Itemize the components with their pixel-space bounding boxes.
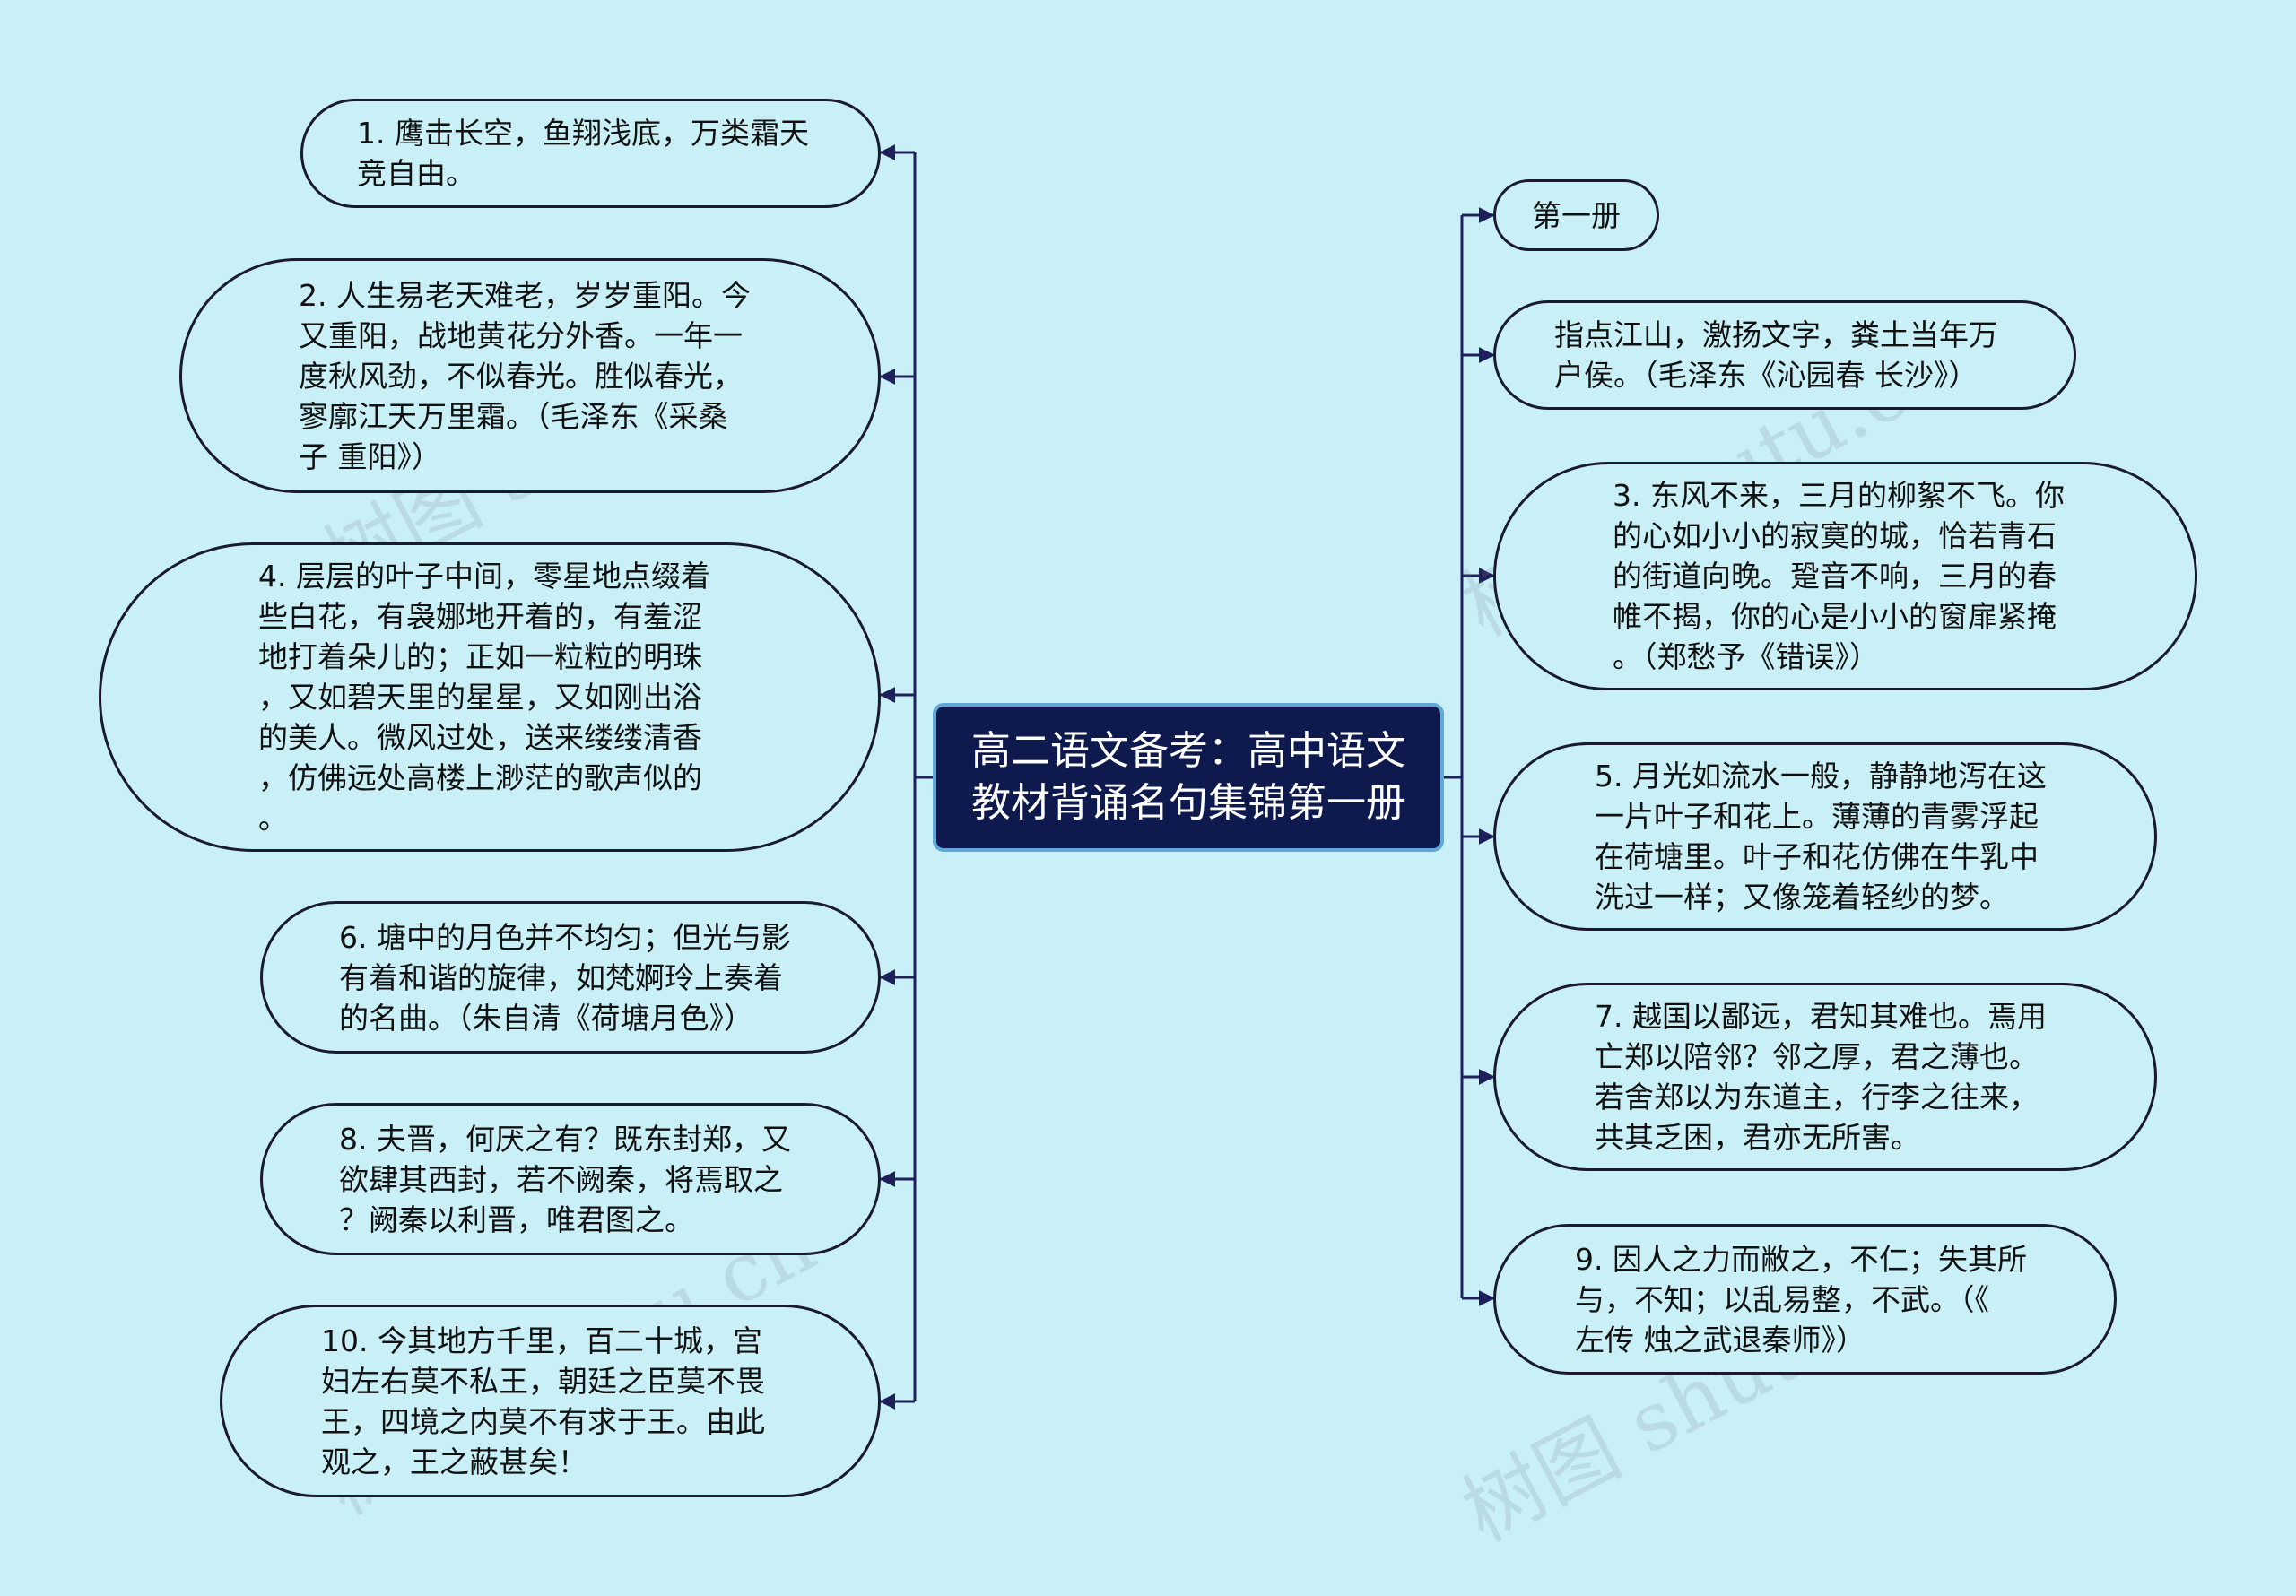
left-node-5[interactable]: 8. 夫晋，何厌之有？既东封郑，又 欲肆其西封，若不阙秦，将焉取之 ？阙秦以利晋… [260,1103,881,1255]
left-node-2[interactable]: 2. 人生易老天难老，岁岁重阳。今 又重阳，战地黄花分外香。一年一 度秋风劲，不… [179,258,881,493]
right-node-2[interactable]: 指点江山，激扬文字，粪土当年万 户侯。（毛泽东《沁园春 长沙》） [1493,300,2076,410]
central-topic[interactable]: 高二语文备考：高中语文教材背诵名句集锦第一册 [933,703,1444,852]
right-node-3[interactable]: 3. 东风不来，三月的柳絮不飞。你 的心如小小的寂寞的城，恰若青石 的街道向晚。… [1493,462,2197,690]
right-node-5[interactable]: 7. 越国以鄙远，君知其难也。焉用 亡郑以陪邻？邻之厚，君之薄也。 若舍郑以为东… [1493,983,2157,1171]
left-node-4[interactable]: 6. 塘中的月色并不均匀；但光与影 有着和谐的旋律，如梵婀玲上奏着 的名曲。（朱… [260,901,881,1054]
left-node-1[interactable]: 1. 鹰击长空，鱼翔浅底，万类霜天 竞自由。 [300,99,881,208]
left-node-3[interactable]: 4. 层层的叶子中间，零星地点缀着 些白花，有袅娜地开着的，有羞涩 地打着朵儿的… [99,542,881,852]
right-node-4[interactable]: 5. 月光如流水一般，静静地泻在这 一片叶子和花上。薄薄的青雾浮起 在荷塘里。叶… [1493,742,2157,931]
right-node-1[interactable]: 第一册 [1493,179,1659,251]
left-node-6[interactable]: 10. 今其地方千里，百二十城，宫 妇左右莫不私王，朝廷之臣莫不畏 王，四境之内… [220,1305,881,1497]
right-node-6[interactable]: 9. 因人之力而敝之，不仁；失其所 与，不知；以乱易整，不武。（《 左传 烛之武… [1493,1224,2117,1375]
